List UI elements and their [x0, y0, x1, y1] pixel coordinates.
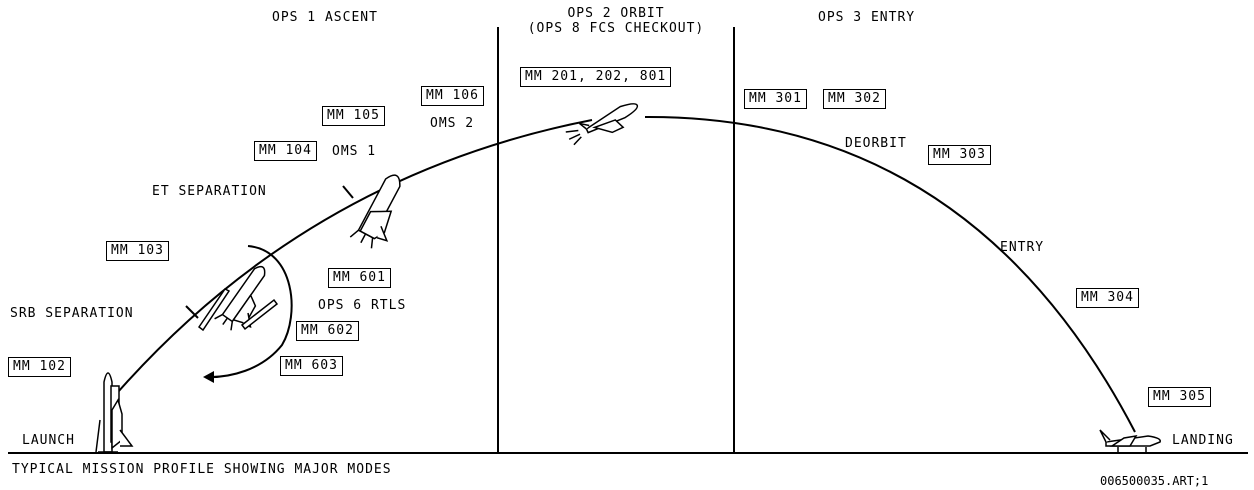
shuttle-ascent-icon — [349, 174, 401, 249]
rtls-arrowhead — [203, 371, 214, 383]
mm601-box: MM 601 — [328, 268, 391, 288]
rtls-loop-path — [204, 245, 293, 379]
figure-caption: TYPICAL MISSION PROFILE SHOWING MAJOR MO… — [12, 462, 392, 477]
shuttle-landing-icon — [1099, 429, 1161, 452]
mm303-box: MM 303 — [928, 145, 991, 165]
deorbit-label: DEORBIT — [845, 136, 907, 151]
landing-label: LANDING — [1172, 433, 1234, 448]
srb-icon — [197, 288, 279, 332]
et-separation-tick — [342, 185, 354, 199]
shuttle-stack-launch-icon — [95, 372, 134, 453]
mm102-box: MM 102 — [8, 357, 71, 377]
phase-ascent-label: OPS 1 ASCENT — [272, 10, 378, 25]
mm103-box: MM 103 — [106, 241, 169, 261]
oms1-label: OMS 1 — [332, 144, 377, 159]
oms2-label: OMS 2 — [430, 116, 475, 131]
entry-event-label: ENTRY — [1000, 240, 1045, 255]
ascent-trajectory — [117, 119, 593, 393]
et-separation-label: ET SEPARATION — [152, 184, 267, 199]
phase-entry-label: OPS 3 ENTRY — [818, 10, 916, 25]
mm305-box: MM 305 — [1148, 387, 1211, 407]
rtls-label: OPS 6 RTLS — [318, 298, 407, 313]
mm301-box: MM 301 — [744, 89, 807, 109]
launch-label: LAUNCH — [22, 433, 75, 448]
mm302-box: MM 302 — [823, 89, 886, 109]
phase-orbit-sublabel: (OPS 8 FCS CHECKOUT) — [527, 21, 705, 36]
art-id: 006500035.ART;1 — [1100, 474, 1209, 488]
mm603-box: MM 603 — [280, 356, 343, 376]
srb-separation-label: SRB SEPARATION — [10, 306, 134, 321]
entry-trajectory — [644, 115, 1136, 433]
phase-orbit-label: OPS 2 ORBIT — [567, 6, 665, 21]
srb-separation-tick — [185, 305, 199, 319]
mm104-box: MM 104 — [254, 141, 317, 161]
mm201-box: MM 201, 202, 801 — [520, 67, 672, 87]
shuttle-orbit-icon — [565, 103, 639, 146]
mm106-box: MM 106 — [421, 86, 484, 106]
mm304-box: MM 304 — [1076, 288, 1139, 308]
mm105-box: MM 105 — [322, 106, 385, 126]
mm602-box: MM 602 — [296, 321, 359, 341]
